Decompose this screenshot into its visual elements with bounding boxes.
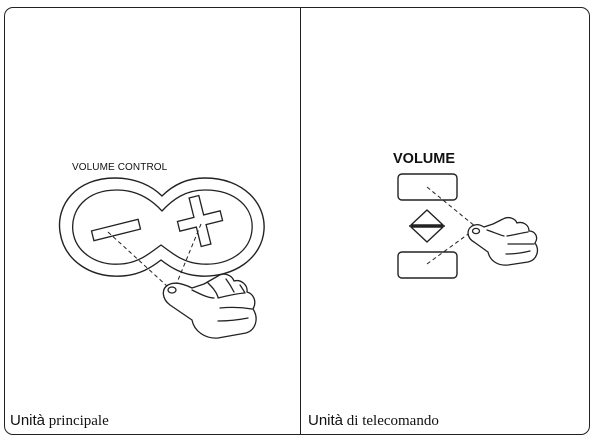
- pointer-lines-remote: [426, 186, 477, 265]
- main-unit-caption-rest: principale: [45, 413, 109, 429]
- minus-icon[interactable]: [90, 218, 142, 242]
- up-down-arrow-icon: [409, 209, 445, 243]
- main-unit-caption-prefix: Unità: [10, 412, 46, 429]
- pointing-hand-icon: [467, 216, 539, 266]
- volume-down-button[interactable]: [397, 251, 458, 279]
- panel-divider: [300, 8, 301, 434]
- pointing-hand-icon: [162, 273, 257, 339]
- remote-volume-buttons: [397, 173, 458, 279]
- volume-control-label: VOLUME CONTROL: [72, 162, 168, 173]
- remote-unit-caption: Unità di telecomando: [308, 412, 439, 430]
- remote-unit-caption-prefix: Unità: [308, 412, 344, 429]
- plus-icon[interactable]: [173, 191, 228, 250]
- remote-unit-caption-rest: di telecomando: [343, 413, 439, 429]
- remote-volume-label: VOLUME: [393, 151, 456, 167]
- volume-control-knob: [58, 177, 265, 277]
- pointer-lines-main: [107, 223, 202, 288]
- diagram-frame: [4, 7, 590, 435]
- main-unit-caption: Unità principale: [10, 412, 109, 430]
